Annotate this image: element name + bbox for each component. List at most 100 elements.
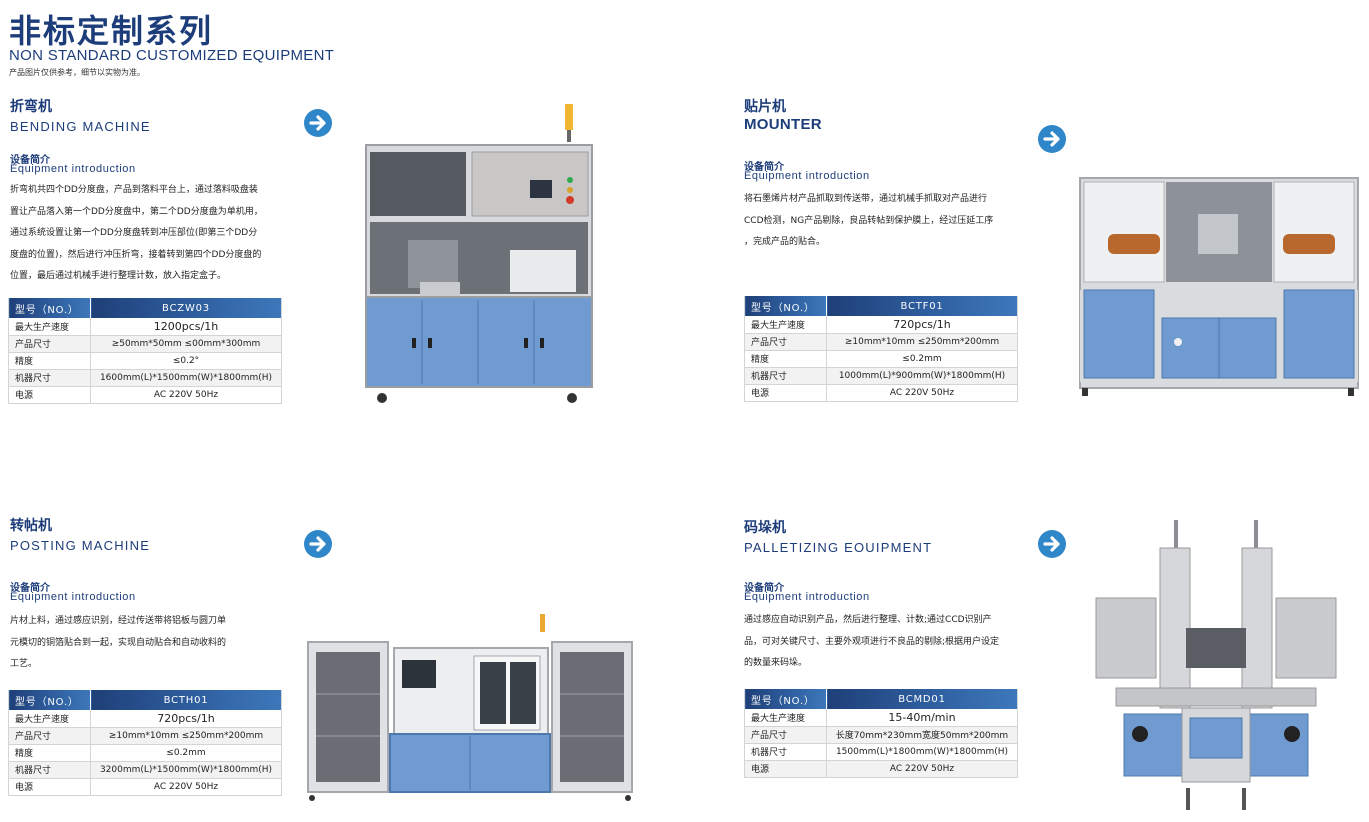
- machine-description: 片材上料，通过感应识别，经过传送带将铝板与圆刀单 元模切的铜箔贴合到一起，实现自…: [10, 611, 295, 676]
- spec-key: 型号（NO.）: [744, 296, 827, 316]
- intro-label-cn: 设备简介: [10, 155, 50, 166]
- spec-header-row: 型号（NO.）BCMD01: [744, 689, 1018, 709]
- machine-name-en: POSTING MACHINE: [10, 538, 151, 553]
- desc-line: 位置，最后通过机械手进行整理计数，放入指定盒子。: [10, 271, 227, 281]
- spec-value: AC 220V 50Hz: [826, 760, 1018, 778]
- spec-row: 精度≤0.2°: [8, 352, 282, 370]
- spec-row: 产品尺寸长度70mm*230mm宽度50mm*200mm: [744, 726, 1018, 744]
- spec-model: BCTF01: [826, 296, 1018, 316]
- machine-name-cn: 码垛机: [744, 520, 786, 536]
- machine-name-cn: 贴片机: [744, 99, 786, 115]
- desc-line: 将石墨烯片材产品抓取到传送带，通过机械手抓取对产品进行: [744, 194, 988, 204]
- spec-row: 产品尺寸≥10mm*10mm ≤250mm*200mm: [8, 727, 282, 745]
- palletizing-equipment-image: [1095, 520, 1337, 810]
- spec-key: 产品尺寸: [744, 333, 827, 351]
- spec-key: 机器尺寸: [8, 369, 91, 387]
- section-palletizing-equipment: 码垛机 PALLETIZING EOUIPMENT 设备简介 Equipment…: [744, 517, 1369, 822]
- section-mounter: 贴片机 MOUNTER 设备简介 Equipment introduction …: [744, 96, 1369, 416]
- mounter-image: [1079, 177, 1359, 396]
- spec-header-row: 型号（NO.）BCZW03: [8, 298, 282, 318]
- machine-name-en: MOUNTER: [744, 116, 822, 133]
- spec-key: 最大生产速度: [744, 709, 827, 727]
- machine-description: 将石墨烯片材产品抓取到传送带，通过机械手抓取对产品进行 CCD检测，NG产品剔除…: [744, 189, 1029, 254]
- spec-key: 产品尺寸: [8, 727, 91, 745]
- spec-value: ≥10mm*10mm ≤250mm*200mm: [826, 333, 1018, 351]
- spec-key: 型号（NO.）: [744, 689, 827, 709]
- arrow-right-circle-icon[interactable]: [1038, 530, 1066, 558]
- spec-value: 15-40m/min: [826, 709, 1018, 727]
- spec-key: 精度: [8, 744, 91, 762]
- page-title-cn: 非标定制系列: [9, 12, 214, 50]
- spec-model: BCZW03: [90, 298, 282, 318]
- spec-key: 机器尺寸: [8, 761, 91, 779]
- spec-key: 产品尺寸: [744, 726, 827, 744]
- spec-key: 最大生产速度: [8, 710, 91, 728]
- desc-line: 的数量来码垛。: [744, 658, 808, 668]
- spec-key: 电源: [744, 760, 827, 778]
- desc-line: 置让产品落入第一个DD分度盘中，第二个DD分度盘为单机用，: [10, 206, 263, 217]
- spec-key: 电源: [8, 386, 91, 404]
- spec-value: 1500mm(L)*1800mm(W)*1800mm(H): [826, 743, 1018, 761]
- bending-machine-image: [365, 104, 593, 403]
- spec-key: 型号（NO.）: [8, 298, 91, 318]
- arrow-right-circle-icon[interactable]: [1038, 125, 1066, 153]
- spec-row: 产品尺寸≥50mm*50mm ≤00mm*300mm: [8, 335, 282, 353]
- desc-line: 度盘的位置)，然后进行冲压折弯，接着转到第四个DD分度盘的: [10, 249, 262, 260]
- spec-row: 精度≤0.2mm: [8, 744, 282, 762]
- intro-label-cn: 设备简介: [744, 583, 784, 594]
- machine-name-en: PALLETIZING EOUIPMENT: [744, 540, 933, 555]
- machine-description: 通过感应自动识别产品，然后进行整理、计数;通过CCD识别产 品，可对关键尺寸、主…: [744, 610, 1029, 675]
- machine-name-en: BENDING MACHINE: [10, 119, 151, 134]
- spec-value: 720pcs/1h: [90, 710, 282, 728]
- desc-line: CCD检测，NG产品剔除，良品转帖到保护膜上，经过压延工序: [744, 215, 994, 226]
- section-bending-machine: 折弯机 BENDING MACHINE 设备简介 Equipment intro…: [8, 96, 670, 416]
- desc-line: 片材上料，通过感应识别，经过传送带将铝板与圆刀单: [10, 616, 227, 626]
- spec-value: AC 220V 50Hz: [90, 386, 282, 404]
- machine-description: 折弯机共四个DD分度盘，产品到落料平台上，通过落料吸盘装 置让产品落入第一个DD…: [10, 180, 295, 288]
- spec-model: BCMD01: [826, 689, 1018, 709]
- desc-line: 通过系统设置让第一个DD分度盘转到冲压部位(即第三个DD分: [10, 228, 258, 238]
- intro-label-cn: 设备简介: [10, 583, 50, 594]
- posting-machine-image: [307, 614, 633, 801]
- spec-value: ≥50mm*50mm ≤00mm*300mm: [90, 335, 282, 353]
- intro-label-en: Equipment introduction: [10, 163, 136, 175]
- arrow-right-circle-icon[interactable]: [304, 530, 332, 558]
- page-title-en: NON STANDARD CUSTOMIZED EQUIPMENT: [9, 47, 335, 64]
- spec-value: 1600mm(L)*1500mm(W)*1800mm(H): [90, 369, 282, 387]
- spec-value: ≥10mm*10mm ≤250mm*200mm: [90, 727, 282, 745]
- spec-value: 1000mm(L)*900mm(W)*1800mm(H): [826, 367, 1018, 385]
- spec-key: 电源: [744, 384, 827, 402]
- spec-value: 长度70mm*230mm宽度50mm*200mm: [826, 726, 1018, 744]
- spec-value: 720pcs/1h: [826, 316, 1018, 334]
- spec-value: ≤0.2°: [90, 352, 282, 370]
- desc-line: 折弯机共四个DD分度盘，产品到落料平台上，通过落料吸盘装: [10, 185, 258, 195]
- spec-header-row: 型号（NO.）BCTF01: [744, 296, 1018, 316]
- spec-value: ≤0.2mm: [826, 350, 1018, 368]
- spec-value: AC 220V 50Hz: [90, 778, 282, 796]
- desc-line: 品，可对关键尺寸、主要外观项进行不良品的剔除;根据用户设定: [744, 636, 1000, 647]
- spec-key: 最大生产速度: [744, 316, 827, 334]
- spec-key: 精度: [744, 350, 827, 368]
- spec-key: 型号（NO.）: [8, 690, 91, 710]
- spec-value: ≤0.2mm: [90, 744, 282, 762]
- spec-value: 1200pcs/1h: [90, 318, 282, 336]
- page-note: 产品图片仅供参考，细节以实物为准。: [9, 68, 145, 77]
- spec-key: 精度: [8, 352, 91, 370]
- machine-name-cn: 折弯机: [10, 99, 52, 115]
- spec-key: 产品尺寸: [8, 335, 91, 353]
- spec-value: 3200mm(L)*1500mm(W)*1800mm(H): [90, 761, 282, 779]
- arrow-right-circle-icon[interactable]: [304, 109, 332, 137]
- spec-row: 精度≤0.2mm: [744, 350, 1018, 368]
